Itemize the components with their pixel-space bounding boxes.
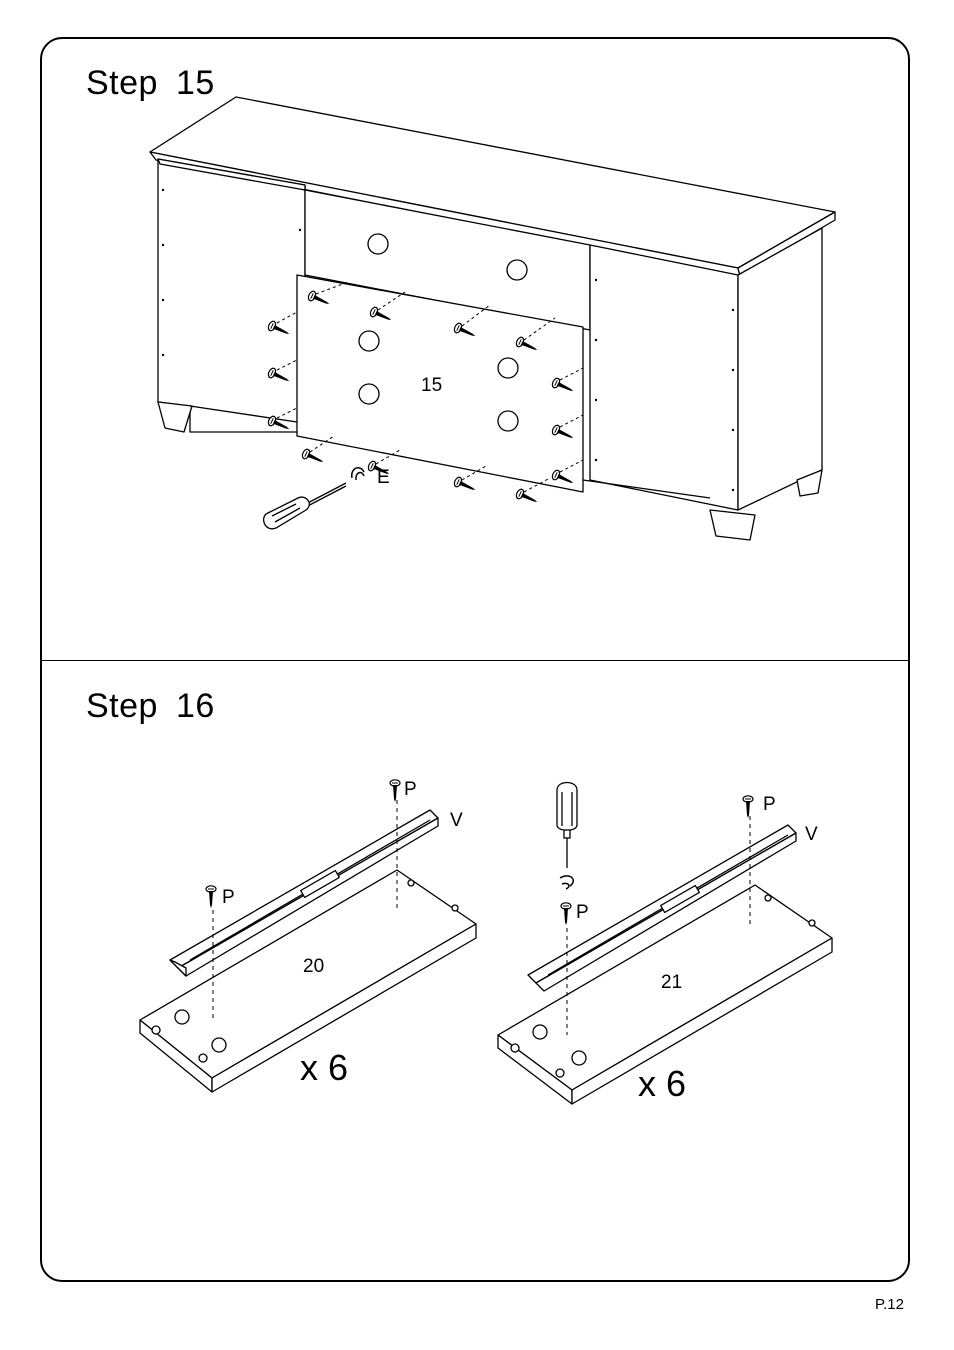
- screw-p-label-4: P: [763, 794, 776, 815]
- rotate-arrow-icon-2: [560, 876, 573, 889]
- board-21-label: 21: [661, 972, 682, 993]
- rotate-arrow-icon: [352, 468, 364, 480]
- panel-15-label: 15: [421, 375, 442, 396]
- screw-p-label-3: P: [576, 902, 589, 923]
- page-number: P.12: [875, 1296, 904, 1313]
- rail-v-label-2: V: [805, 824, 818, 845]
- screw-p-label-2: P: [404, 779, 417, 800]
- screw-p-label-1: P: [222, 887, 235, 908]
- board-20-label: 20: [303, 956, 324, 977]
- screwdriver-icon: [264, 483, 346, 529]
- tv-stand-illustration: [150, 97, 835, 540]
- rail-v-label-1: V: [450, 810, 463, 831]
- quantity-left: x 6: [300, 1047, 348, 1088]
- quantity-right: x 6: [638, 1063, 686, 1104]
- screwdriver-vertical-icon: [557, 783, 577, 869]
- screw-e-label: E: [377, 467, 390, 488]
